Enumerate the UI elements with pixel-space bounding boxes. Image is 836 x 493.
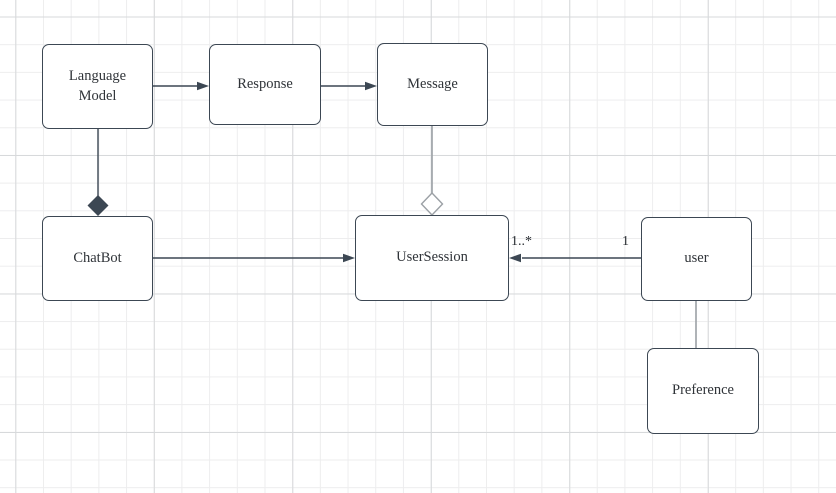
node-message[interactable]: Message xyxy=(377,43,488,126)
arrowhead-icon xyxy=(197,81,209,91)
arrowhead-icon xyxy=(365,81,377,91)
node-user[interactable]: user xyxy=(641,217,752,301)
edge-message-to-user-session xyxy=(420,126,444,217)
node-response[interactable]: Response xyxy=(209,44,321,125)
filled-diamond-icon xyxy=(87,195,109,216)
node-chatbot[interactable]: ChatBot xyxy=(42,216,153,301)
hollow-diamond-icon xyxy=(420,191,444,217)
edge-language-model-to-response xyxy=(153,81,209,91)
multiplicity-label-user: 1 xyxy=(622,234,629,249)
edge-chatbot-to-user-session xyxy=(153,253,355,263)
edge-language-model-to-chatbot xyxy=(87,129,109,216)
arrowhead-icon xyxy=(509,253,521,263)
node-preference[interactable]: Preference xyxy=(647,348,759,434)
node-user-session[interactable]: UserSession xyxy=(355,215,509,301)
edge-user-to-user-session xyxy=(509,253,641,263)
arrowhead-icon xyxy=(343,253,355,263)
multiplicity-label-user-session: 1..* xyxy=(511,234,532,249)
node-language-model[interactable]: Language Model xyxy=(42,44,153,129)
edge-response-to-message xyxy=(321,81,377,91)
